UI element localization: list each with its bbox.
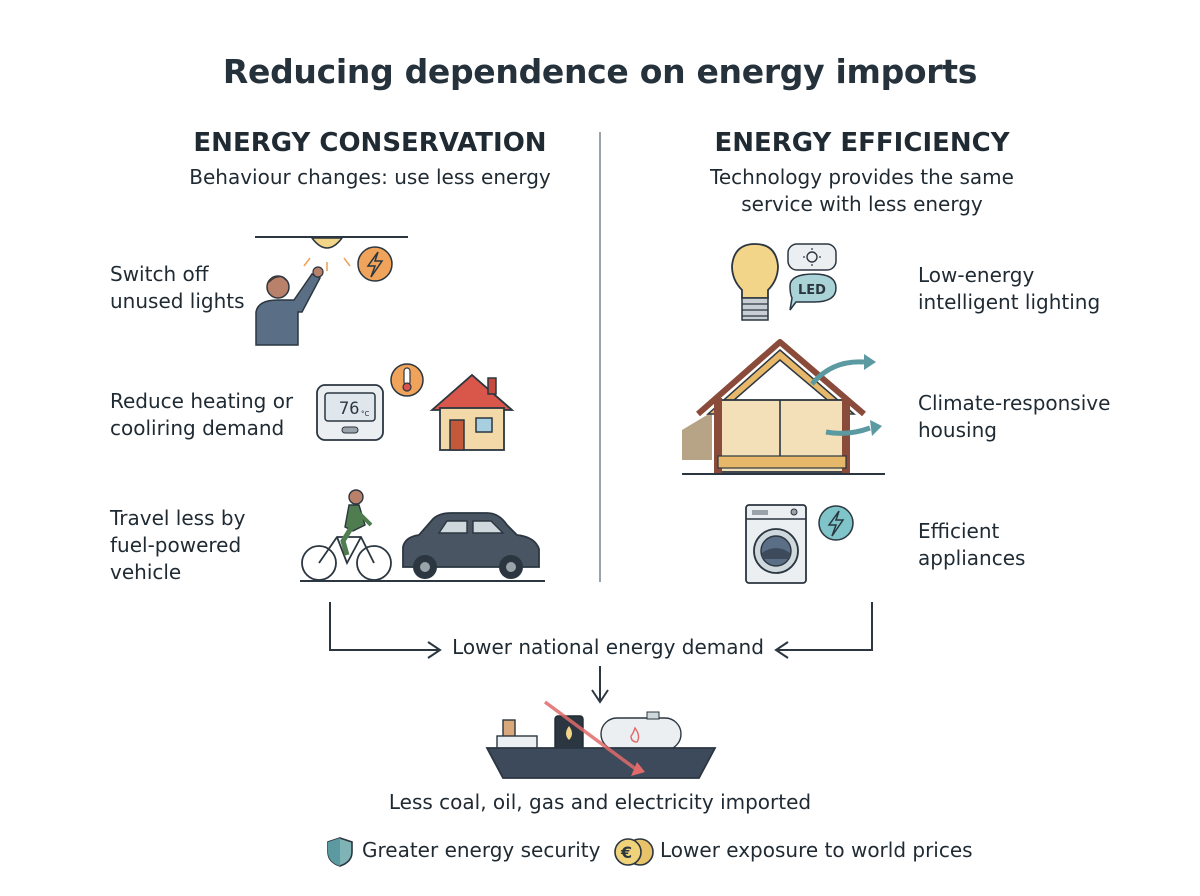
label-switch-off-lights: Switch off unused lights bbox=[110, 262, 245, 313]
euro-coins-icon: € bbox=[614, 838, 654, 866]
efficiency-lightning-badge-icon bbox=[818, 505, 854, 541]
thermometer-badge-icon bbox=[390, 363, 424, 397]
bicycle-car-icon bbox=[300, 489, 545, 582]
led-badge-text: LED bbox=[798, 283, 826, 298]
efficiency-heading: ENERGY EFFICIENCY bbox=[714, 128, 1010, 158]
thermostat-display: 76 bbox=[339, 399, 359, 419]
lightning-badge-icon bbox=[357, 246, 393, 282]
efficiency-subheading: Technology provides the same service wit… bbox=[612, 164, 1112, 218]
washing-machine-icon bbox=[745, 504, 854, 584]
benefit-lower-exposure: Lower exposure to world prices bbox=[660, 838, 973, 862]
import-ship-icon bbox=[485, 700, 717, 779]
less-imports-label: Less coal, oil, gas and electricity impo… bbox=[388, 790, 812, 814]
label-low-energy-lighting: Low-energy intelligent lighting bbox=[918, 263, 1101, 314]
gas-tank-icon bbox=[600, 711, 682, 751]
brightness-sensor-icon bbox=[787, 243, 837, 271]
page-title: Reducing dependence on energy imports bbox=[222, 52, 978, 91]
led-badge-icon: LED bbox=[789, 273, 837, 311]
conservation-heading: ENERGY CONSERVATION bbox=[193, 128, 547, 158]
label-climate-housing: Climate-responsive housing bbox=[918, 391, 1111, 442]
efficiency-subheading-line2: service with less energy bbox=[741, 192, 983, 216]
person-switching-light-icon bbox=[255, 236, 408, 346]
euro-symbol: € bbox=[620, 843, 632, 862]
shield-icon bbox=[327, 837, 353, 867]
thermostat-unit: °C bbox=[361, 410, 370, 418]
center-divider bbox=[599, 132, 601, 582]
cyclist-icon bbox=[340, 489, 373, 556]
efficiency-subheading-line1: Technology provides the same bbox=[710, 165, 1014, 189]
car-icon bbox=[402, 512, 540, 579]
benefit-energy-security: Greater energy security bbox=[362, 838, 601, 862]
insulated-house-icon bbox=[682, 339, 885, 475]
lower-demand-label: Lower national energy demand bbox=[452, 635, 764, 659]
conservation-subheading: Behaviour changes: use less energy bbox=[189, 165, 551, 189]
label-travel-less: Travel less by fuel-powered vehicle bbox=[110, 506, 246, 584]
right-flow-arrow bbox=[778, 602, 873, 651]
label-efficient-appliances: Efficient appliances bbox=[918, 519, 1026, 570]
thermostat-house-icon: 76 °C bbox=[316, 363, 515, 451]
label-reduce-heating: Reduce heating or cooliring demand bbox=[110, 389, 294, 440]
led-bulb-icon: LED bbox=[731, 243, 837, 321]
left-flow-arrow bbox=[329, 602, 438, 651]
